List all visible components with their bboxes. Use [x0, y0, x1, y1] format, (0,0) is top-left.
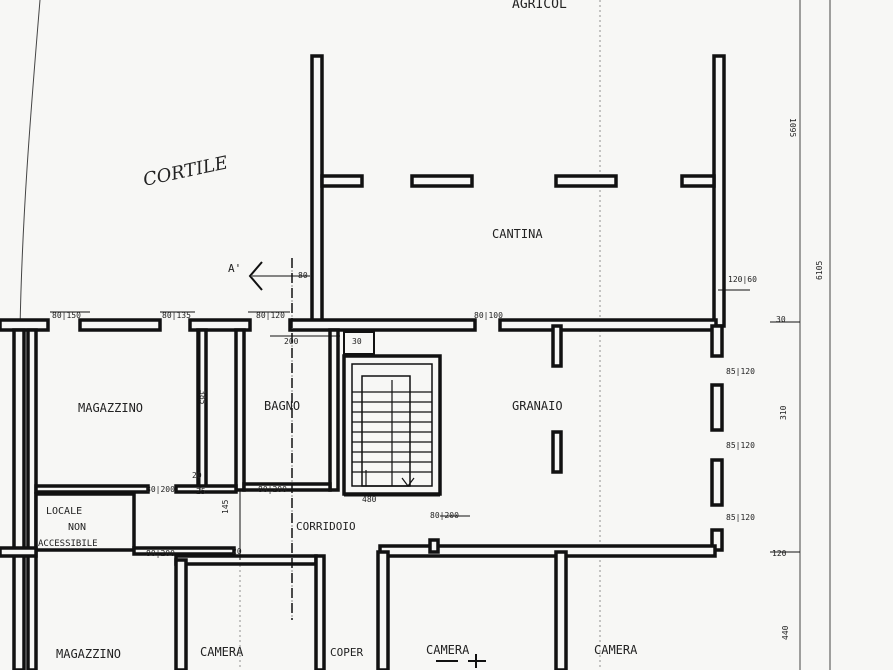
stair-arrow-icon	[365, 470, 415, 487]
room-label-cantina: CANTINA	[492, 227, 543, 241]
dimension-label: 20	[232, 547, 242, 556]
section-marker: A'	[228, 262, 241, 275]
exterior-label: CORTILE	[141, 152, 229, 190]
room-label-locale-1: LOCALE	[46, 506, 82, 517]
dimension-label: 85|120	[726, 367, 755, 376]
stair-treads	[352, 375, 432, 487]
plus-symbol-icon	[436, 654, 486, 668]
dimension-label: 440	[781, 625, 790, 640]
dimension-label: 310	[779, 405, 788, 420]
room-label-magazzino-lower: MAGAZZINO	[56, 647, 121, 661]
room-label-locale-2: NON	[68, 522, 86, 533]
dimension-label: 30	[776, 315, 786, 324]
walls	[0, 54, 726, 670]
dimension-label: 80|200	[146, 485, 175, 494]
dimension-label: 145	[221, 499, 230, 514]
dimension-label: 6105	[815, 261, 824, 280]
dimension-label: 80	[298, 271, 308, 280]
dimension-label: 80|200	[146, 549, 175, 558]
dimension-label: 80|200	[430, 511, 459, 520]
dimension-label: 80|100	[474, 311, 503, 320]
room-label-camera-3: CAMERA	[594, 643, 638, 657]
room-label-magazzino-upper: MAGAZZINO	[78, 401, 143, 415]
room-label-camera-1: CAMERA	[200, 645, 244, 659]
dimension-label: 200	[284, 337, 299, 346]
dimension-label: 120	[772, 549, 787, 558]
room-label-coper: COPER	[330, 646, 363, 659]
room-label-corridoio: CORRIDOIO	[296, 520, 356, 533]
dimension-ticks	[50, 289, 800, 560]
dimension-label: 80|120	[256, 311, 285, 320]
top-label: AGRICOL	[512, 0, 567, 12]
dimension-label: 385	[198, 390, 207, 405]
dimension-label: 480	[362, 495, 377, 504]
dimension-label: 30	[352, 337, 362, 346]
room-label-granaio: GRANAIO	[512, 399, 563, 413]
dimension-label: 20	[192, 471, 202, 480]
dimension-label: 85|120	[726, 513, 755, 522]
section-arrow-icon	[248, 258, 310, 620]
dimension-label: 80|200	[258, 485, 287, 494]
dimension-label: 120|60	[728, 275, 757, 284]
dimension-label: 85|120	[726, 441, 755, 450]
room-label-locale-3: ACCESSIBILE	[38, 539, 98, 549]
guide-lines	[239, 0, 601, 670]
room-label-bagno: BAGNO	[264, 399, 300, 413]
room-label-camera-2: CAMERA	[426, 643, 470, 657]
dimension-label: 80|150	[52, 311, 81, 320]
dimension-label: 25	[196, 487, 206, 496]
dimension-label: 1095	[788, 118, 797, 137]
boundary-lines	[19, 0, 831, 670]
dimension-label: 80|135	[162, 311, 191, 320]
